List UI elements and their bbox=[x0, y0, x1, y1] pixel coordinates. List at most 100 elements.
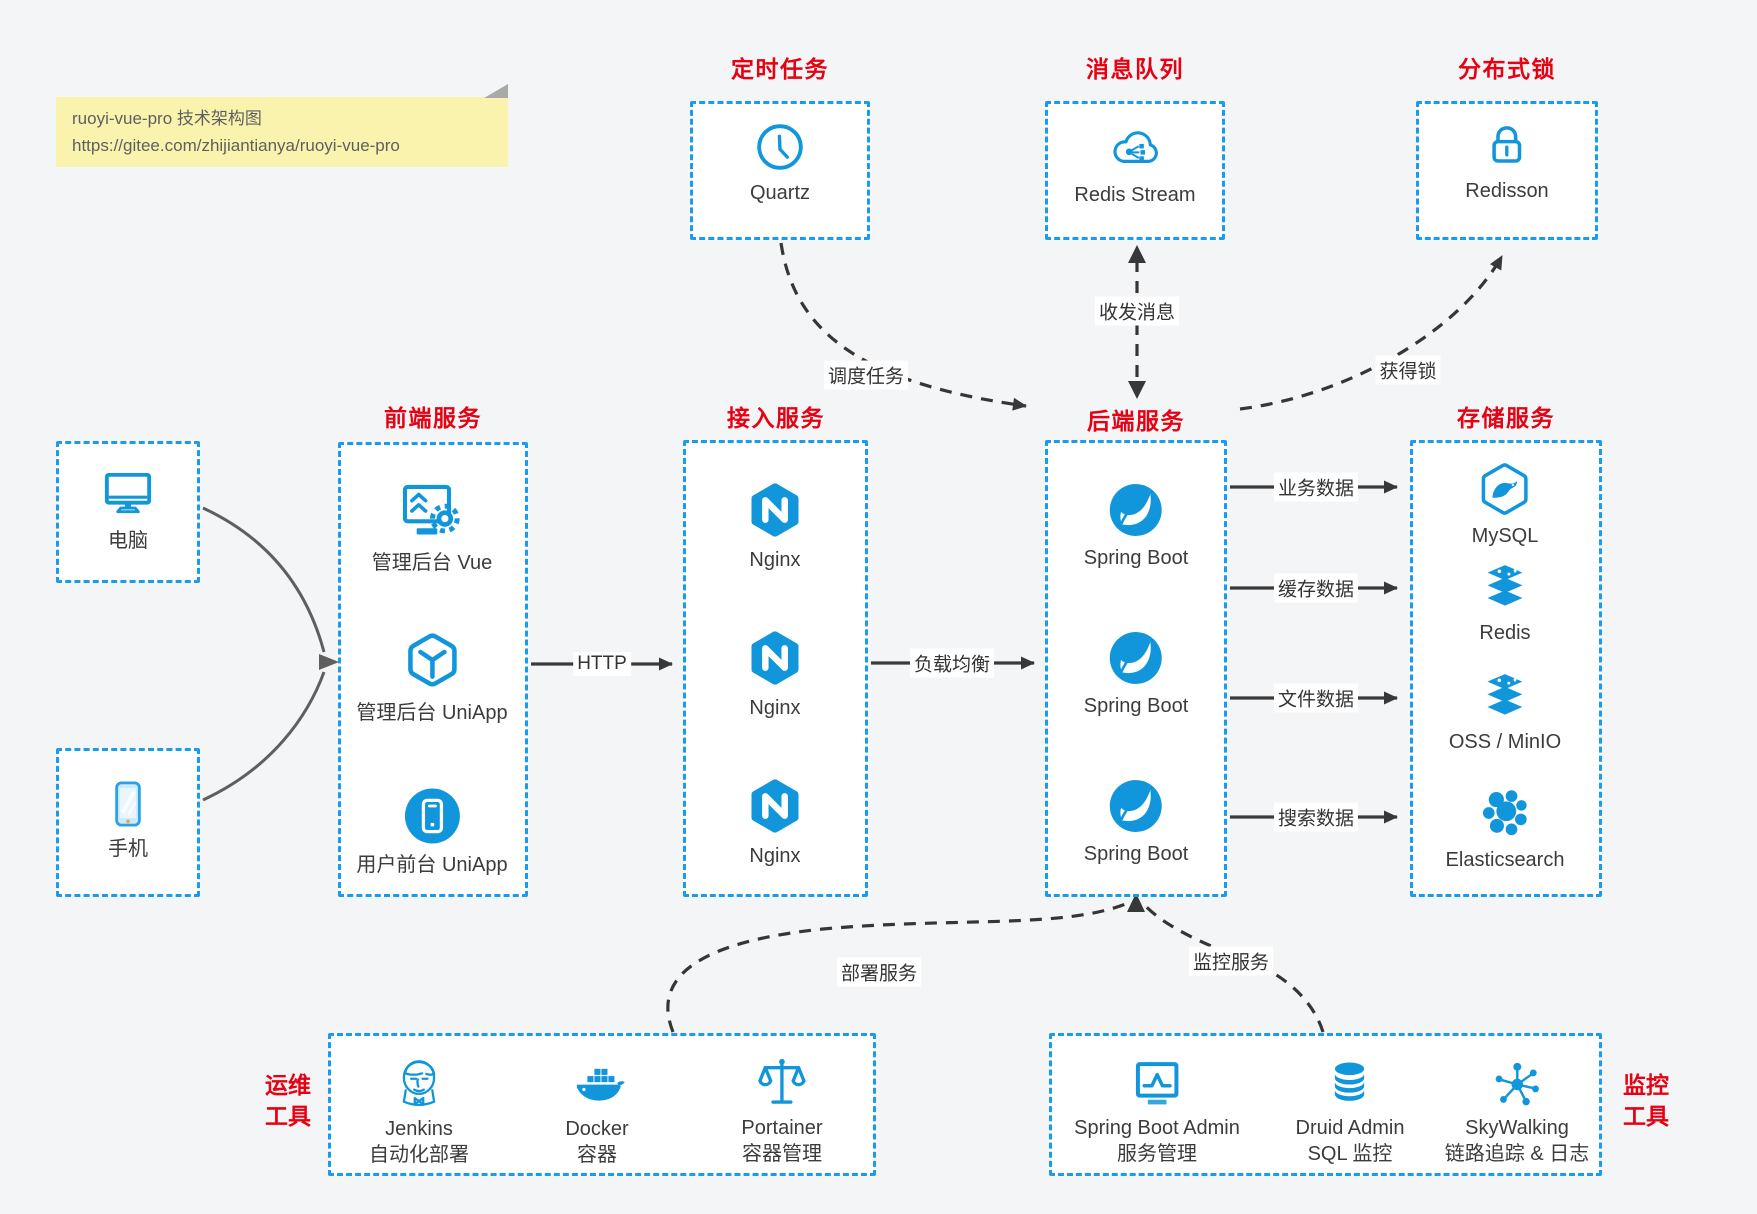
msg-arrowhead-down bbox=[1128, 381, 1146, 399]
spring-boot-icon bbox=[1107, 629, 1165, 687]
uniapp-cube-icon bbox=[400, 630, 464, 694]
clients-arrowhead bbox=[319, 654, 339, 670]
item-quartz: Quartz bbox=[750, 120, 810, 206]
edge-label-http: HTTP bbox=[573, 652, 631, 676]
elasticsearch-cluster-icon bbox=[1477, 785, 1533, 841]
item-label: Spring Boot bbox=[1083, 843, 1189, 865]
group-title-backend: 后端服务 bbox=[1087, 408, 1185, 434]
smartphone-icon bbox=[102, 778, 154, 830]
group-title-monitoring-tools: 监控 工具 bbox=[1623, 1072, 1669, 1129]
phone-in-circle-icon bbox=[402, 786, 462, 846]
group-title-storage: 存储服务 bbox=[1457, 405, 1555, 431]
edge-label-load-balance: 负载均衡 bbox=[909, 648, 995, 678]
item-redisson: Redisson bbox=[1465, 119, 1549, 204]
item-portainer: Portainer 容器管理 bbox=[741, 1054, 823, 1167]
item-springboot-1: Spring Boot bbox=[1083, 481, 1189, 571]
scales-icon bbox=[754, 1054, 811, 1111]
item-admin-vue: 管理后台 Vue bbox=[372, 478, 492, 576]
item-label: Nginx bbox=[749, 845, 801, 867]
edge-computer-to-frontend bbox=[202, 506, 326, 653]
item-elasticsearch: Elasticsearch bbox=[1445, 785, 1565, 873]
item-label: 管理后台 Vue bbox=[371, 552, 493, 574]
padlock-icon bbox=[1480, 119, 1533, 172]
nginx-icon bbox=[744, 775, 806, 837]
item-label: 用户前台 UniApp bbox=[356, 854, 508, 876]
item-label: Nginx bbox=[749, 549, 801, 571]
database-cylinder-icon bbox=[1324, 1058, 1376, 1110]
item-sublabel: SQL 监控 bbox=[1307, 1143, 1393, 1165]
edge-phone-to-frontend bbox=[202, 671, 326, 802]
note-title: ruoyi-vue-pro 技术架构图 bbox=[72, 109, 262, 128]
item-label: 手机 bbox=[108, 838, 148, 860]
note-url: https://gitee.com/zhijiantianya/ruoyi-vu… bbox=[72, 136, 400, 155]
edge-label-deploy-service: 部署服务 bbox=[836, 957, 922, 987]
monitor-pulse-icon bbox=[1129, 1056, 1185, 1112]
mq-box bbox=[1045, 101, 1225, 240]
msg-arrowhead-up bbox=[1128, 245, 1146, 263]
scheduler-box bbox=[690, 101, 870, 240]
edge-acquire-lock bbox=[1239, 255, 1504, 411]
item-springboot-3: Spring Boot bbox=[1083, 777, 1189, 867]
item-label: Spring Boot Admin bbox=[1074, 1117, 1240, 1139]
item-jenkins: Jenkins 自动化部署 bbox=[369, 1054, 469, 1168]
item-admin-uniapp: 管理后台 UniApp bbox=[356, 630, 508, 726]
edge-label-schedule-task: 调度任务 bbox=[823, 360, 909, 390]
monitoring-box bbox=[1049, 1033, 1602, 1176]
item-label: Spring Boot bbox=[1083, 547, 1189, 569]
docker-whale-icon bbox=[569, 1058, 625, 1114]
item-nginx-1: Nginx bbox=[744, 479, 806, 573]
item-sublabel: 自动化部署 bbox=[369, 1144, 469, 1166]
phone-box bbox=[56, 748, 200, 897]
redis-stack-icon bbox=[1478, 669, 1532, 723]
group-title-lock: 分布式锁 bbox=[1458, 56, 1556, 82]
item-label: Redis Stream bbox=[1074, 184, 1196, 206]
item-sublabel: 容器 bbox=[576, 1144, 617, 1166]
item-label: OSS / MinIO bbox=[1448, 731, 1562, 753]
item-docker: Docker 容器 bbox=[565, 1058, 629, 1168]
nginx-icon bbox=[744, 627, 806, 689]
item-label: Redisson bbox=[1465, 180, 1549, 202]
edge-label-send-receive-msg: 收发消息 bbox=[1094, 296, 1180, 326]
item-label: Portainer bbox=[741, 1117, 823, 1139]
item-label: Jenkins bbox=[385, 1118, 453, 1140]
admin-dashboard-gear-icon bbox=[399, 478, 465, 544]
mysql-dolphin-icon bbox=[1477, 461, 1533, 517]
edge-label-file-data: 文件数据 bbox=[1273, 683, 1359, 713]
redis-stack-icon bbox=[1478, 560, 1532, 614]
edge-label-acquire-lock: 获得锁 bbox=[1375, 355, 1441, 385]
item-label: Quartz bbox=[749, 182, 811, 204]
group-title-mq: 消息队列 bbox=[1086, 56, 1184, 82]
item-oss-minio: OSS / MinIO bbox=[1449, 669, 1561, 755]
lock-box bbox=[1416, 101, 1598, 240]
item-label: SkyWalking bbox=[1465, 1117, 1569, 1139]
edge-schedule-task bbox=[779, 242, 1027, 411]
item-label: 管理后台 UniApp bbox=[356, 702, 508, 724]
edge-label-cache-data: 缓存数据 bbox=[1273, 573, 1359, 603]
edge-label-business-data: 业务数据 bbox=[1273, 472, 1359, 502]
edge-label-monitor-service: 监控服务 bbox=[1188, 946, 1274, 976]
item-sublabel: 链路追踪 & 日志 bbox=[1444, 1143, 1590, 1165]
item-label: MySQL bbox=[1471, 525, 1539, 547]
item-springboot-2: Spring Boot bbox=[1084, 629, 1188, 719]
backend-bottom-arrowhead bbox=[1127, 893, 1145, 912]
item-computer: 电脑 bbox=[99, 464, 157, 554]
item-mysql: MySQL bbox=[1471, 461, 1539, 549]
item-redis-stream: Redis Stream bbox=[1074, 122, 1196, 208]
item-label: Druid Admin bbox=[1295, 1117, 1405, 1139]
item-nginx-2: Nginx bbox=[744, 627, 806, 721]
item-label: Docker bbox=[565, 1118, 629, 1140]
nginx-icon bbox=[744, 479, 806, 541]
item-label: Elasticsearch bbox=[1445, 849, 1565, 871]
group-title-gateway: 接入服务 bbox=[727, 405, 825, 431]
desktop-monitor-icon bbox=[99, 464, 157, 522]
topology-hub-icon bbox=[1490, 1058, 1543, 1111]
item-label: Nginx bbox=[749, 697, 801, 719]
item-druid-admin: Druid Admin SQL 监控 bbox=[1295, 1058, 1405, 1167]
item-phone: 手机 bbox=[102, 778, 154, 862]
item-nginx-3: Nginx bbox=[744, 775, 806, 869]
item-label: 电脑 bbox=[108, 530, 148, 552]
edge-deploy-service bbox=[666, 901, 1129, 1033]
item-user-uniapp: 用户前台 UniApp bbox=[356, 786, 508, 878]
item-spring-boot-admin: Spring Boot Admin 服务管理 bbox=[1074, 1056, 1240, 1167]
